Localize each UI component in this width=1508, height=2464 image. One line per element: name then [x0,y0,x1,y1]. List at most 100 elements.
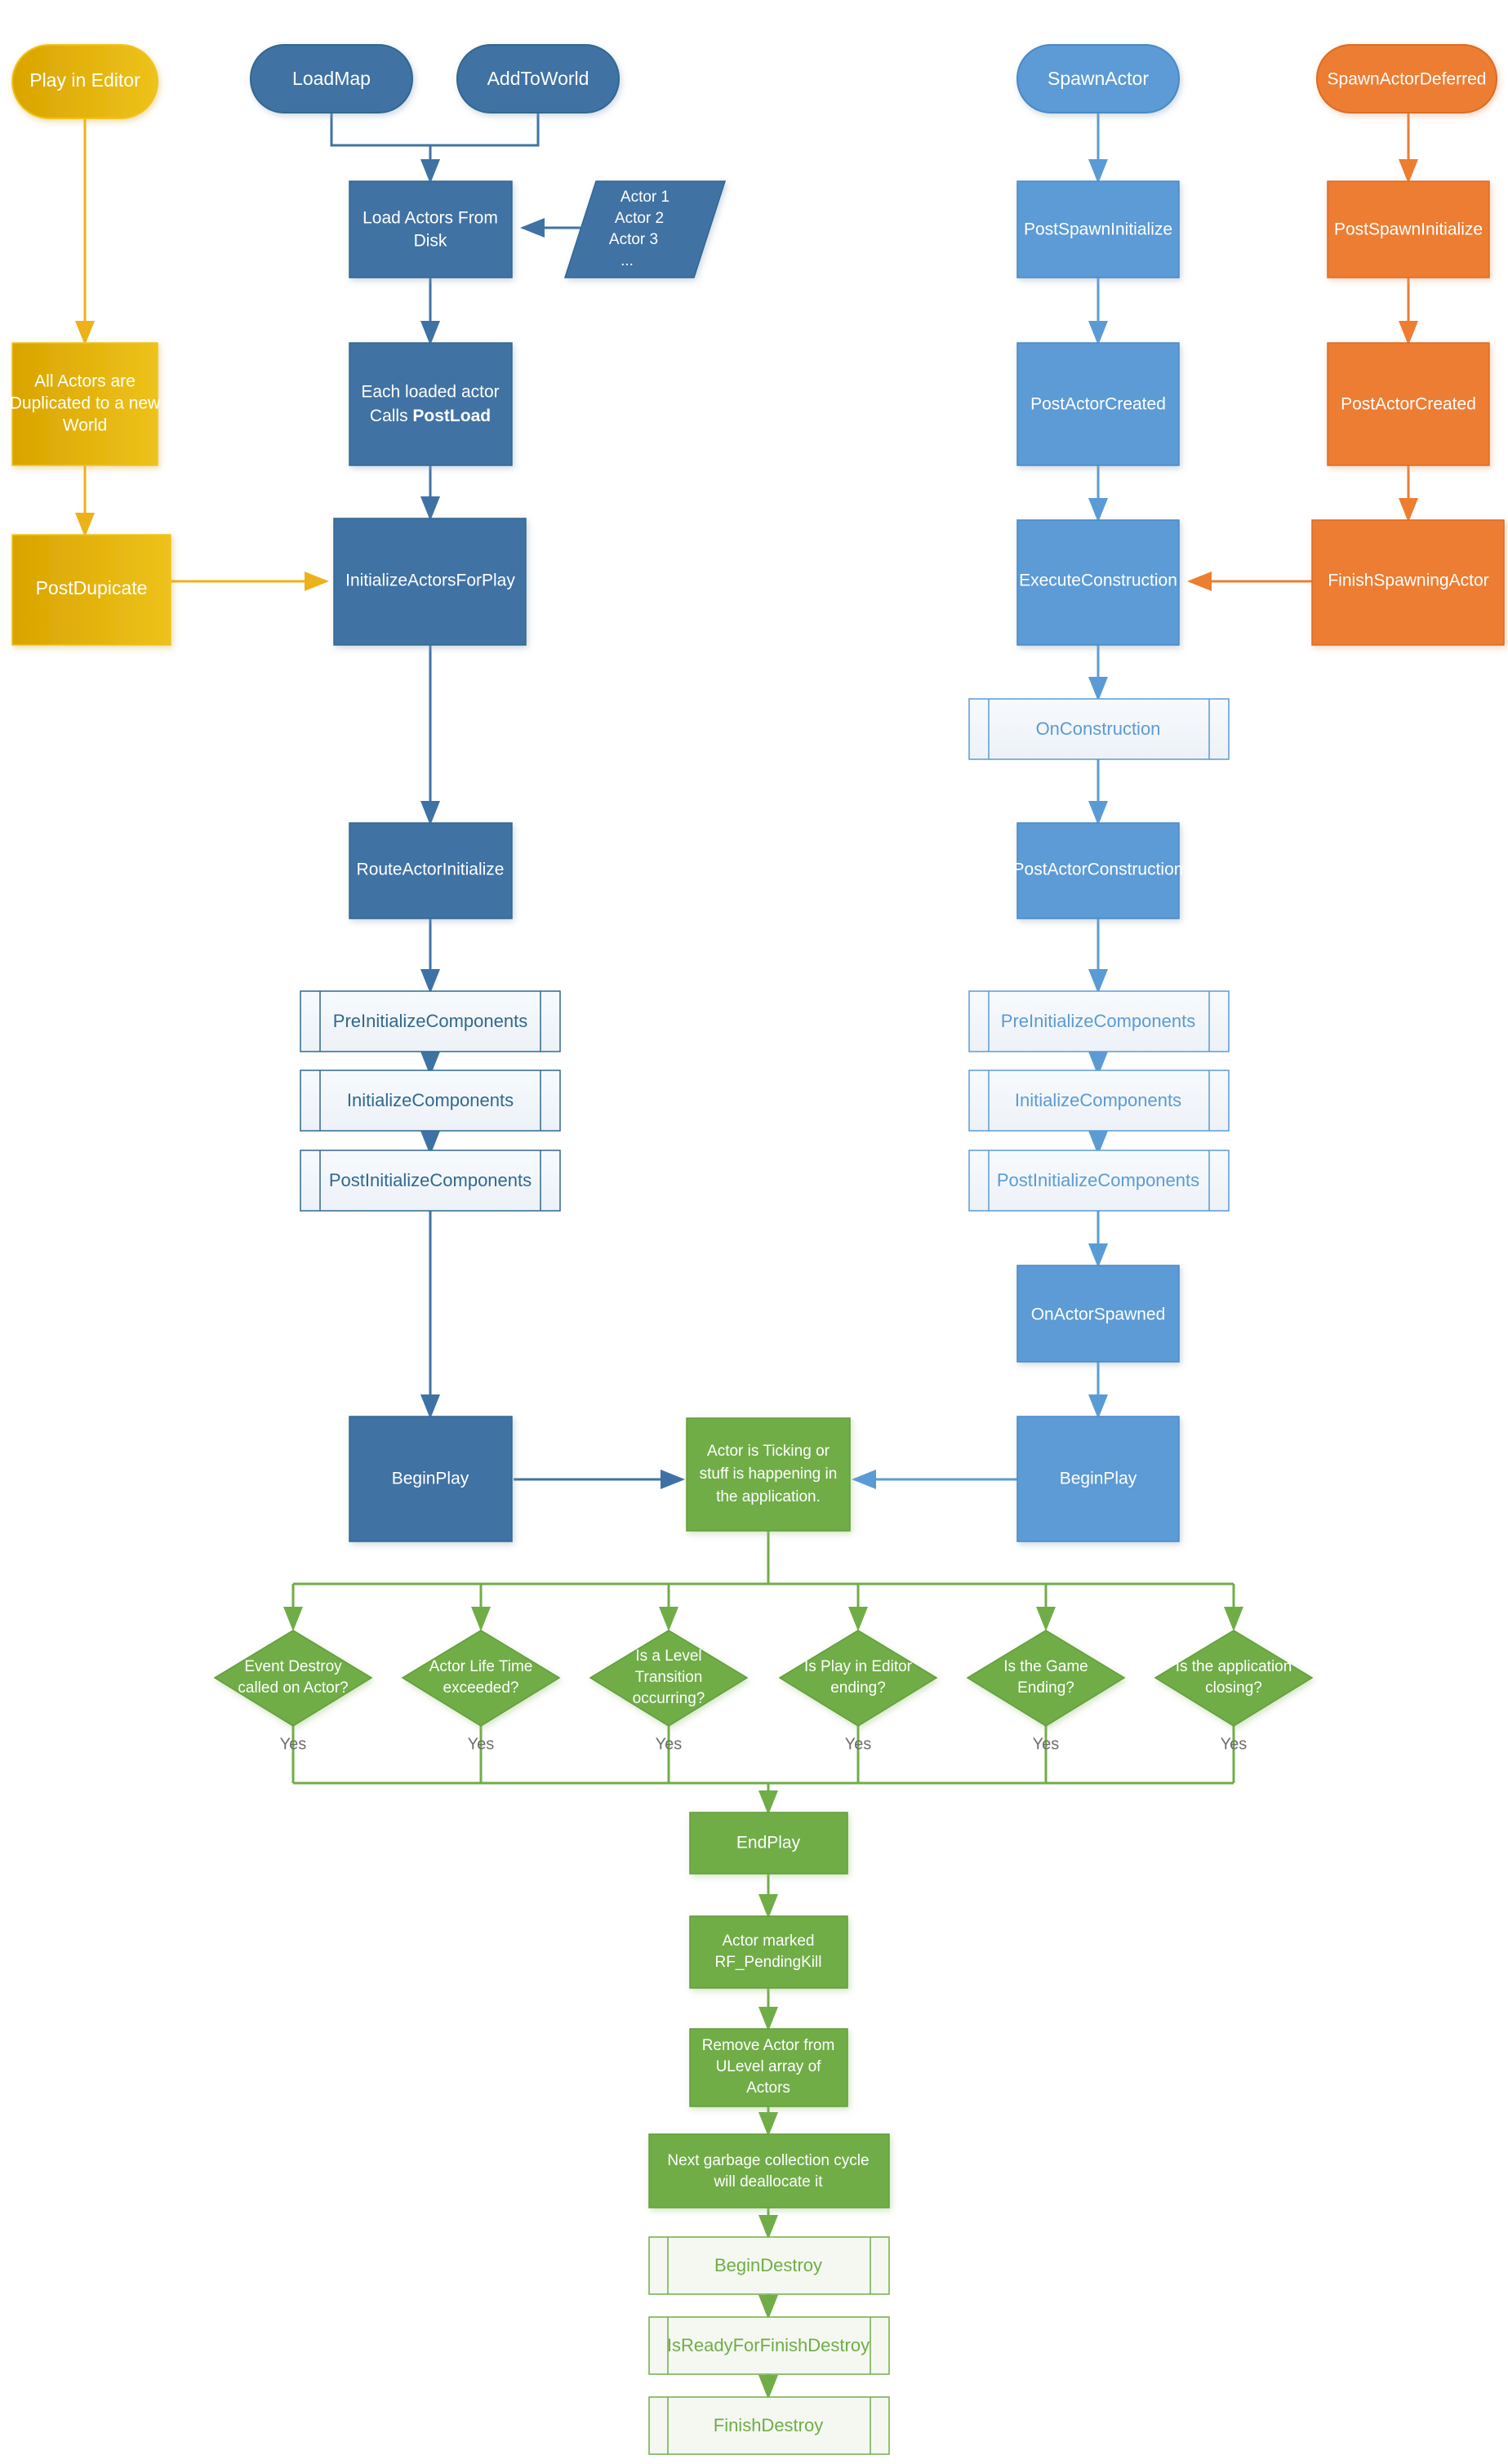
node-finish-spawning-actor[interactable]: FinishSpawningActor [1311,519,1505,646]
node-label-line-1: Actor marked [723,1933,815,1950]
node-label-line-1: All Actors are [34,372,136,391]
node-label: SpawnActorDeferred [1328,70,1487,89]
node-actor-list: Actor 1 Actor 2 Actor 3 ... [563,180,727,278]
node-label: OnConstruction [1036,718,1161,739]
node-label-line-2: Transition [635,1669,703,1686]
node-post-duplicate[interactable]: PostDupicate [11,534,171,646]
branch-label-yes: Yes [656,1735,683,1753]
node-label: InitializeComponents [1015,1090,1181,1110]
node-on-construction[interactable]: OnConstruction [968,698,1230,760]
node-label: PreInitializeComponents [1001,1011,1195,1031]
node-label-line-2: will deallocate it [713,2173,823,2190]
decision-application-closing[interactable]: Is the application closing? Yes [1154,1630,1314,1753]
branch-label-yes: Yes [280,1735,307,1753]
node-post-actor-construction[interactable]: PostActorConstruction [1013,822,1184,919]
node-label-line-1: Actor 1 [621,189,669,206]
node-actor-ticking[interactable]: Actor is Ticking or stuff is happening i… [686,1417,851,1532]
node-pre-initialize-components-right[interactable]: PreInitializeComponents [968,990,1230,1052]
node-spawn-actor-deferred[interactable]: SpawnActorDeferred [1316,44,1497,113]
decision-level-transition[interactable]: Is a Level Transition occurring? Yes [589,1630,749,1753]
node-label: PostSpawnInitialize [1334,220,1483,239]
branch-label-yes: Yes [845,1735,872,1753]
node-label: InitializeActorsForPlay [345,572,515,590]
node-post-actor-created-spawn[interactable]: PostActorCreated [1016,342,1180,466]
node-addtoworld[interactable]: AddToWorld [456,44,620,113]
node-label: PostInitializeComponents [329,1170,532,1190]
node-label-line-2: Ending? [1017,1679,1074,1697]
node-label-line-2: Duplicated to a new [10,394,161,413]
node-label-line-2: called on Actor? [238,1679,348,1697]
node-garbage-collection[interactable]: Next garbage collection cycle will deall… [648,2133,890,2208]
decision-game-ending[interactable]: Is the Game Ending? Yes [966,1630,1126,1753]
node-label-line-3: Actors [746,2079,790,2097]
node-post-spawn-initialize-deferred[interactable]: PostSpawnInitialize [1327,180,1490,278]
node-label-line-3: occurring? [633,1690,705,1707]
node-all-actors-duplicated[interactable]: All Actors are Duplicated to a new World [10,342,161,466]
branch-label-yes: Yes [1221,1735,1248,1753]
node-label: PostActorCreated [1030,395,1166,414]
node-label-line-2: Actor 2 [615,210,664,227]
node-begin-play-left[interactable]: BeginPlay [349,1416,513,1542]
node-label: BeginPlay [1060,1470,1137,1488]
node-label-line-4: ... [621,252,634,269]
node-spawn-actor[interactable]: SpawnActor [1016,44,1180,113]
node-finish-destroy[interactable]: FinishDestroy [648,2396,890,2455]
node-post-spawn-initialize-spawn[interactable]: PostSpawnInitialize [1016,180,1180,278]
node-label: IsReadyForFinishDestroy [667,2335,870,2355]
node-is-ready-for-finish-destroy[interactable]: IsReadyForFinishDestroy [648,2316,890,2375]
node-label: PreInitializeComponents [333,1011,527,1031]
decision-play-in-editor-ending[interactable]: Is Play in Editor ending? Yes [778,1630,938,1753]
node-post-initialize-components-right[interactable]: PostInitializeComponents [968,1150,1230,1212]
postload-prefix: Calls [370,407,413,425]
node-label-line-2: exceeded? [443,1679,519,1697]
node-loadmap[interactable]: LoadMap [250,44,413,113]
node-label-line-1: Load Actors From [363,209,498,228]
node-actor-marked-pendingkill[interactable]: Actor marked RF_PendingKill [689,1915,848,1989]
node-on-actor-spawned[interactable]: OnActorSpawned [1016,1265,1180,1363]
node-label: AddToWorld [487,68,589,89]
node-label-line-1: Actor Life Time [429,1658,533,1675]
node-begin-destroy[interactable]: BeginDestroy [648,2236,890,2295]
node-label-line-2: RF_PendingKill [715,1954,822,1971]
node-label: PostInitializeComponents [997,1170,1199,1190]
node-label-line-3: World [63,416,107,435]
node-label: Play in Editor [29,69,140,91]
connector-layer [75,113,1418,2400]
node-initialize-components-right[interactable]: InitializeComponents [968,1070,1230,1132]
node-execute-construction[interactable]: ExecuteConstruction [1016,519,1180,646]
node-remove-actor-from-ulevel[interactable]: Remove Actor from ULevel array of Actors [689,2028,848,2107]
node-label: OnActorSpawned [1031,1305,1166,1324]
node-label: PostActorCreated [1341,395,1476,414]
node-label-line-1: Is the Game [1003,1658,1088,1675]
node-label: PostSpawnInitialize [1024,220,1172,239]
node-label-line-2: Disk [414,232,447,251]
node-label: PostActorConstruction [1013,861,1184,879]
node-label: FinishSpawningActor [1328,572,1488,590]
node-label: FinishDestroy [714,2415,823,2435]
node-label: PostDupicate [36,577,148,598]
node-label: SpawnActor [1048,68,1149,89]
branch-label-yes: Yes [1033,1735,1060,1753]
node-label-line-1: Event Destroy [244,1658,342,1675]
node-label: InitializeComponents [347,1090,514,1110]
node-initialize-actors-for-play[interactable]: InitializeActorsForPlay [333,518,527,646]
node-load-actors-from-disk[interactable]: Load Actors From Disk [349,180,513,278]
node-post-actor-created-deferred[interactable]: PostActorCreated [1327,342,1490,466]
node-initialize-components-left[interactable]: InitializeComponents [300,1070,561,1132]
decision-event-destroy[interactable]: Event Destroy called on Actor? Yes [213,1630,373,1753]
edge-loadmap-merge [330,113,540,147]
node-begin-play-right[interactable]: BeginPlay [1016,1416,1180,1542]
node-each-loaded-actor-postload[interactable]: Each loaded actor Calls PostLoad [349,342,513,466]
node-label-line-2: stuff is happening in [700,1466,838,1483]
node-label: LoadMap [292,68,371,89]
node-label-line-1: Actor is Ticking or [707,1443,830,1460]
node-label-line-1: Is the application [1176,1658,1292,1675]
node-play-in-editor[interactable]: Play in Editor [11,44,158,119]
node-post-initialize-components-left[interactable]: PostInitializeComponents [300,1150,561,1212]
node-label: ExecuteConstruction [1019,572,1177,590]
node-route-actor-initialize[interactable]: RouteActorInitialize [349,822,513,919]
node-pre-initialize-components-left[interactable]: PreInitializeComponents [300,990,561,1052]
node-label-line-2: ending? [830,1679,886,1697]
node-end-play[interactable]: EndPlay [689,1812,848,1875]
decision-actor-life-time[interactable]: Actor Life Time exceeded? Yes [401,1630,561,1753]
